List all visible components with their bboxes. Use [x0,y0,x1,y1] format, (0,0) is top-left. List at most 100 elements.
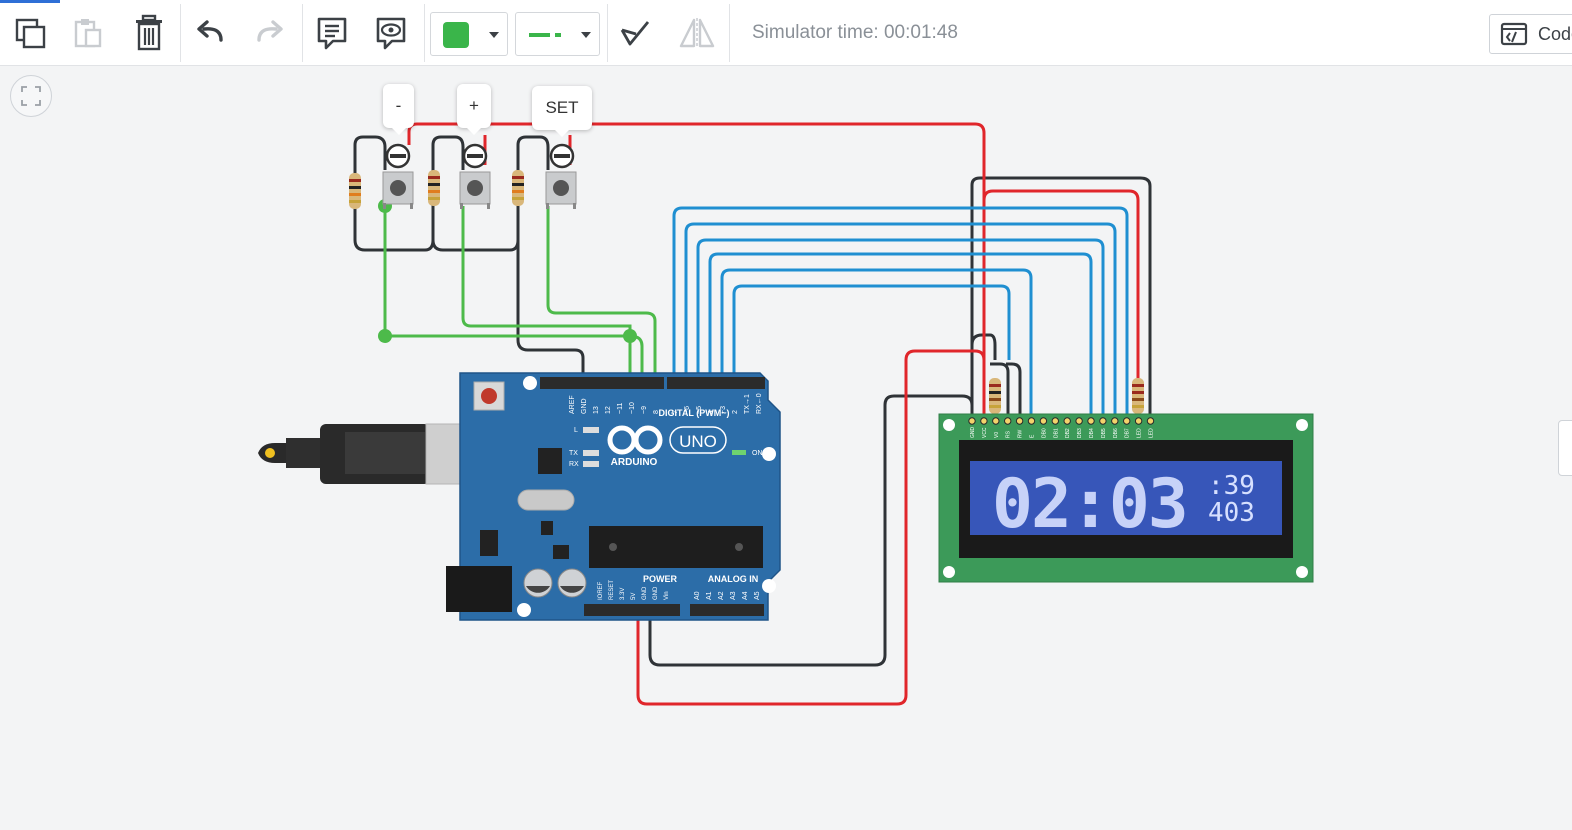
rx-led-label: RX [569,461,579,468]
lcd-pin[interactable] [1134,417,1143,425]
digital-pin-label: ~3 [720,406,727,414]
tx-led-label: TX [569,450,578,457]
power-pin-label: 3.3V [620,588,626,600]
paste-button[interactable] [68,12,108,54]
color-swatch [443,22,469,48]
lcd-pin-label: DB1 [1053,428,1059,438]
code-button-label: Code [1538,23,1572,44]
lcd-pin-label: DB6 [1113,428,1119,438]
power-pin-label: RESET [609,580,615,600]
wire-style-dropdown[interactable] [515,12,600,56]
lcd-pin[interactable] [1015,417,1024,425]
digital-pin-label: AREF [569,395,576,414]
lcd-pin[interactable] [1099,417,1107,425]
resistor[interactable] [428,170,440,206]
lcd-pin-label: DB7 [1125,428,1131,438]
digital-pin-label: 13 [593,406,600,414]
lcd-big-digits: 02:03 [992,465,1187,544]
analog-pin-label: A4 [742,591,749,600]
lcd-pin[interactable] [1039,417,1048,425]
lcd-pin[interactable] [1004,417,1012,425]
fit-view-button[interactable] [10,75,52,117]
lcd-pin[interactable] [1027,417,1036,425]
lcd-pin[interactable] [1111,417,1119,425]
lcd-pin-label: GND [970,427,976,439]
rotate-button[interactable] [615,12,655,54]
rotate-icon [620,21,650,46]
wire-junction[interactable] [623,329,637,343]
analog-pin-label: A1 [706,591,713,600]
black-wires[interactable] [353,135,1152,667]
lcd-line-1: :39 [1208,471,1255,501]
lcd-pin-label: DB4 [1089,428,1095,438]
lcd-pin[interactable] [1051,417,1060,425]
lcd-pin[interactable] [1087,417,1095,425]
paste-icon [74,19,102,48]
notes-button[interactable] [312,12,352,54]
power-pin-label: GND [653,586,659,600]
power-pin-label: IOREF [598,581,604,600]
code-button[interactable]: Code [1489,14,1572,54]
lcd-pin-label: DB2 [1065,428,1071,438]
redo-button[interactable] [249,12,289,54]
lcd-pin-label: V0 [994,432,1000,438]
resistor[interactable] [512,170,524,206]
analog-header-label: ANALOG IN [708,574,759,584]
redo-icon [257,20,283,42]
circuit-canvas[interactable]: ARDUINO UNO DIGITAL (PWM~) POWER ANALOG … [0,66,1572,830]
lcd-pin[interactable] [1063,417,1071,425]
resistor[interactable] [1132,378,1144,414]
side-panel-handle[interactable] [1558,420,1572,476]
lcd-pin[interactable] [980,417,988,425]
chevron-down-icon [581,32,591,38]
pushbutton-minus[interactable] [382,143,414,209]
digital-pin-label: 2 [732,410,739,414]
digital-pin-label: RX←0 [756,393,763,414]
lcd-pin-label: DB5 [1101,428,1107,438]
delete-button[interactable] [129,12,169,54]
digital-pin-label: 4 [708,410,715,414]
pushbutton-plus[interactable] [459,143,491,209]
blue-wires[interactable] [672,206,1129,420]
lcd-pin-label: E [1030,434,1036,438]
green-wires[interactable] [383,206,657,380]
digital-pin-label: 7 [672,410,679,414]
undo-icon [197,20,223,42]
lcd-pin-label: VCC [982,427,988,438]
undo-button[interactable] [191,12,231,54]
duplicate-button[interactable] [10,12,50,54]
analog-pin-label: A5 [754,591,761,600]
wire-junction[interactable] [378,329,392,343]
pushbutton-set[interactable] [545,143,577,209]
digital-pin-label: ~9 [641,406,648,414]
digital-pin-label: GND [581,398,588,414]
lcd-pin[interactable] [1123,417,1131,425]
toolbar-separator [729,4,730,62]
power-header-label: POWER [643,574,678,584]
duplicate-icon [15,18,46,49]
mirror-button[interactable] [677,12,717,54]
trash-icon [136,14,162,51]
resistor[interactable] [989,378,1001,414]
lcd-pin[interactable] [968,417,976,425]
lcd-pin[interactable] [1075,417,1083,425]
lcd-pin-label: RS [1006,430,1012,438]
lcd-line-2: 403 [1208,498,1255,528]
mirror-icon [679,18,715,48]
notes-visibility-button[interactable] [371,12,411,54]
toolbar-separator [302,4,303,62]
power-pin-label: 5V [631,593,637,600]
digital-pin-label: ~6 [684,406,691,414]
color-dropdown[interactable] [430,12,508,56]
lcd-pin[interactable] [992,417,1000,425]
lcd-pin[interactable] [1146,417,1155,425]
digital-pin-label: ~11 [617,403,624,414]
resistor[interactable] [349,173,361,209]
plus-button-label: + [457,84,491,135]
arduino-uno-board[interactable]: ARDUINO UNO DIGITAL (PWM~) POWER ANALOG … [446,372,781,621]
analog-pin-label: A2 [718,591,725,600]
